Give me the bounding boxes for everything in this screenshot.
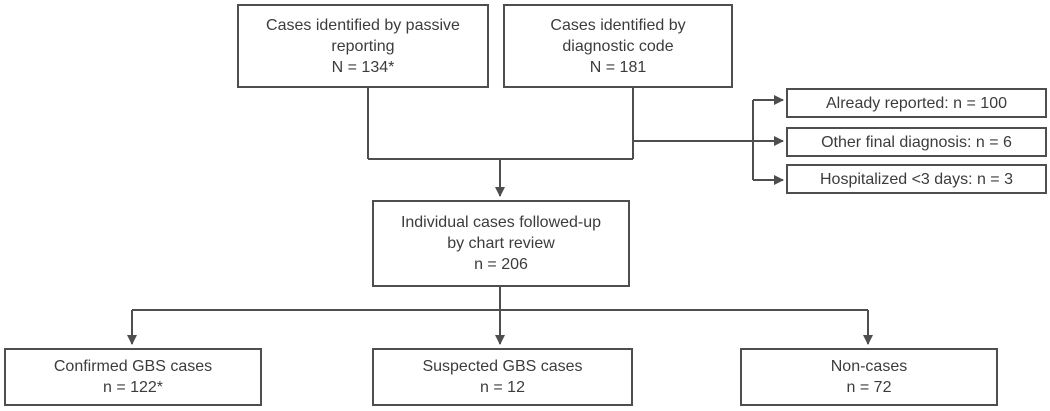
node-text: Already reported: n = 100 (825, 94, 1007, 112)
node-chart-review-followup: Individual cases followed-up by chart re… (372, 200, 630, 287)
node-text: by chart review (447, 235, 555, 252)
node-passive-reporting: Cases identified by passive reporting N … (237, 4, 489, 88)
node-non-cases: Non-cases n = 72 (740, 348, 998, 406)
node-diagnostic-code: Cases identified by diagnostic code N = … (503, 4, 733, 88)
node-text: Confirmed GBS cases (53, 358, 213, 375)
connector-group (127, 88, 873, 345)
node-count: n = 72 (846, 379, 892, 396)
node-text: diagnostic code (562, 37, 674, 55)
node-already-reported: Already reported: n = 100 (786, 88, 1047, 118)
node-text: Cases identified by passive (266, 16, 460, 34)
node-confirmed-gbs-cases: Confirmed GBS cases n = 122* (4, 348, 262, 406)
node-text: Non-cases (830, 358, 908, 375)
node-other-final-diagnosis: Other final diagnosis: n = 6 (786, 127, 1047, 157)
node-hospitalized: Hospitalized <3 days: n = 3 (786, 164, 1047, 194)
node-count: n = 12 (480, 379, 525, 396)
node-count: N = 181 (589, 58, 647, 76)
node-count: N = 134* (331, 58, 395, 76)
node-text: Other final diagnosis: n = 6 (821, 133, 1012, 151)
node-count: n = 122* (102, 379, 164, 396)
node-text: Hospitalized <3 days: n = 3 (819, 170, 1013, 188)
node-text: Cases identified by (550, 16, 686, 34)
node-text: Individual cases followed-up (400, 214, 602, 231)
node-count: n = 206 (474, 256, 528, 273)
node-text: reporting (331, 37, 395, 55)
node-suspected-gbs-cases: Suspected GBS cases n = 12 (372, 348, 633, 406)
node-text: Suspected GBS cases (422, 358, 583, 375)
